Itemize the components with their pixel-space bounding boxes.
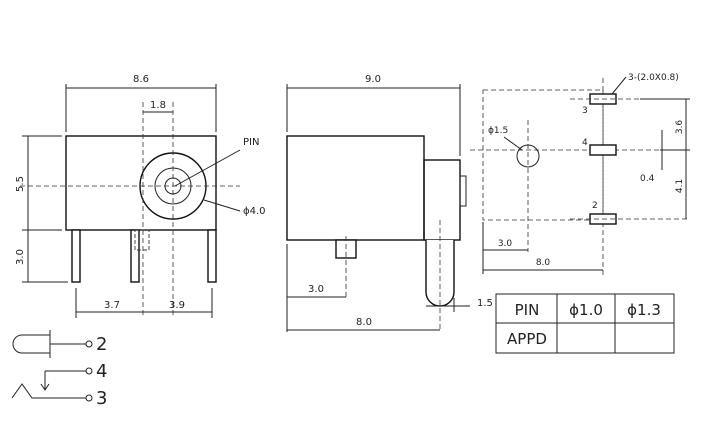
dim-lead-length: 3.0: [15, 249, 26, 265]
dim-offset: 0.4: [640, 174, 655, 184]
table-header-d10: ϕ1.0: [569, 301, 603, 319]
pcb-layout: 3-(2.0X0.8) 3 4 2 ϕ1.5 3.6 4.1 0.4 3.0 8…: [470, 73, 690, 276]
dim-span: 8.0: [536, 258, 551, 268]
dim-pitch-bottom: 4.1: [675, 179, 685, 193]
sleeve-contact: [11, 383, 86, 399]
table-header-pin: PIN: [515, 301, 540, 319]
dim-side-body: 8.0: [356, 317, 372, 328]
dim-pin-offset: 1.8: [150, 100, 166, 111]
jack-body-front: [65, 135, 217, 231]
pad-3-label: 3: [582, 106, 588, 116]
pad-spec: 3-(2.0X0.8): [628, 73, 679, 83]
dim-side-length: 9.0: [365, 74, 381, 85]
nose-housing: [423, 159, 461, 241]
dim-width: 8.6: [133, 74, 149, 85]
plug-symbol: [12, 334, 51, 354]
nose-lip: [459, 175, 467, 207]
dim-right-pitch: 3.9: [169, 300, 185, 311]
table-row-appd: APPD: [507, 330, 547, 348]
schematic-pin-2: 2: [96, 334, 107, 355]
pad-2-label: 2: [592, 201, 598, 211]
lead-hidden: [134, 229, 150, 251]
schematic-pin-3: 3: [96, 388, 107, 409]
switch-arrow: [40, 383, 50, 391]
jack-body-side: [286, 135, 425, 241]
pad-4: [589, 144, 617, 156]
pin-label: PIN: [243, 137, 259, 148]
dim-nose: 1.5: [477, 298, 493, 309]
pcb-hole-dia: ϕ1.5: [488, 126, 508, 136]
dim-height: 5.5: [15, 176, 26, 192]
pad-4-label: 4: [582, 138, 588, 148]
hole-dia: ϕ4.0: [243, 206, 266, 217]
dim-hole-x: 3.0: [498, 239, 513, 249]
front-view: 8.6 1.8 5.5 3.0 3.7 3.9 PIN ϕ4.0: [15, 74, 266, 318]
dim-pitch-top: 3.6: [675, 120, 685, 135]
dim-side-pin: 3.0: [308, 284, 324, 295]
dim-left-pitch: 3.7: [104, 300, 120, 311]
lead-right: [207, 229, 217, 283]
side-view: 9.0 3.0 8.0 1.5: [286, 74, 493, 332]
lead-left: [71, 229, 81, 283]
schematic-pin-4: 4: [96, 361, 107, 382]
table-header-d13: ϕ1.3: [627, 301, 661, 319]
schematic: 2 4 3: [11, 330, 107, 409]
pin-table: PIN ϕ1.0 ϕ1.3 APPD: [495, 293, 675, 354]
mount-hole: [516, 144, 540, 168]
